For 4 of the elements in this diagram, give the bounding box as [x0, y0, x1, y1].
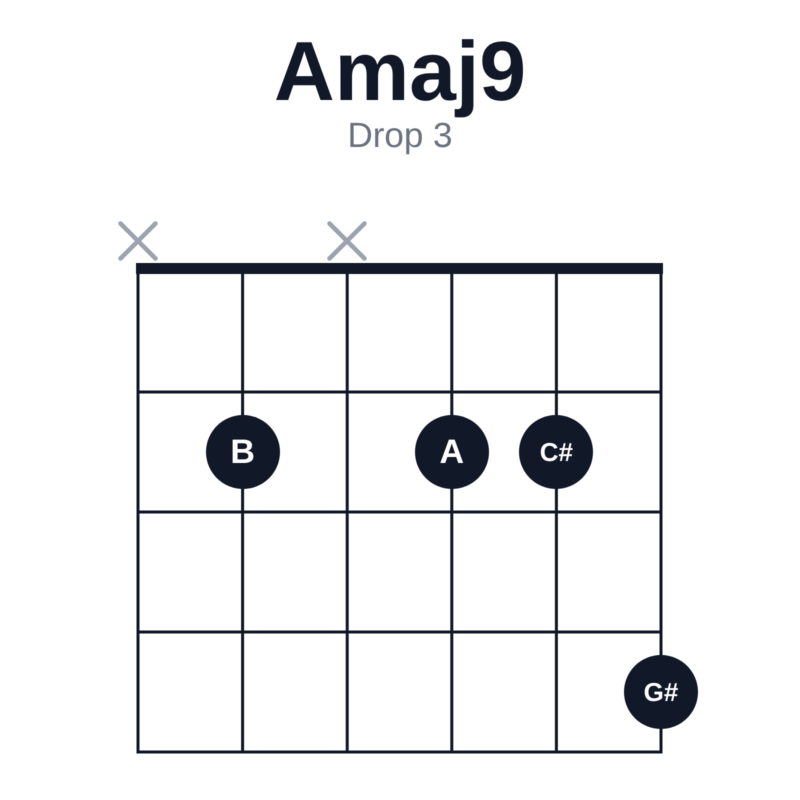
note-name: G#	[644, 679, 678, 705]
note-name: B	[230, 435, 255, 469]
note-name: C#	[540, 439, 574, 465]
note-name: A	[440, 435, 464, 469]
